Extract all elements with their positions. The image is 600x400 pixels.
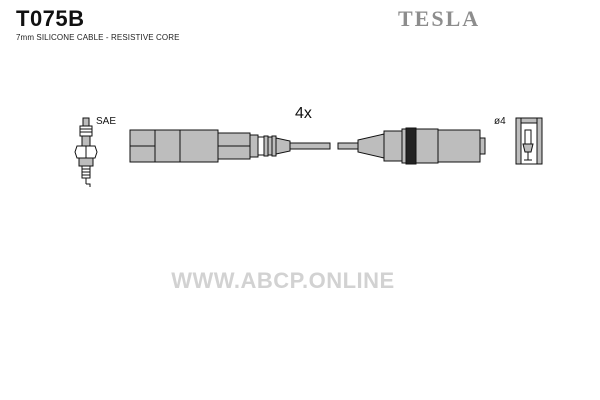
brand-logo: TESLA bbox=[398, 6, 481, 31]
quantity-label: 4x bbox=[295, 105, 312, 122]
coil-boot bbox=[357, 127, 486, 165]
part-code-title: T075B bbox=[16, 6, 85, 31]
terminal-section-icon bbox=[515, 117, 543, 165]
terminal-diameter-label: ø4 bbox=[494, 116, 506, 127]
cable-description: 7mm SILICONE CABLE - RESISTIVE CORE bbox=[16, 33, 180, 42]
watermark: WWW.ABCP.ONLINE bbox=[171, 268, 395, 293]
spark-plug-icon bbox=[74, 117, 98, 187]
ignition-cable bbox=[289, 142, 359, 150]
sae-label: SAE bbox=[96, 116, 116, 127]
spark-plug-boot bbox=[129, 129, 291, 163]
